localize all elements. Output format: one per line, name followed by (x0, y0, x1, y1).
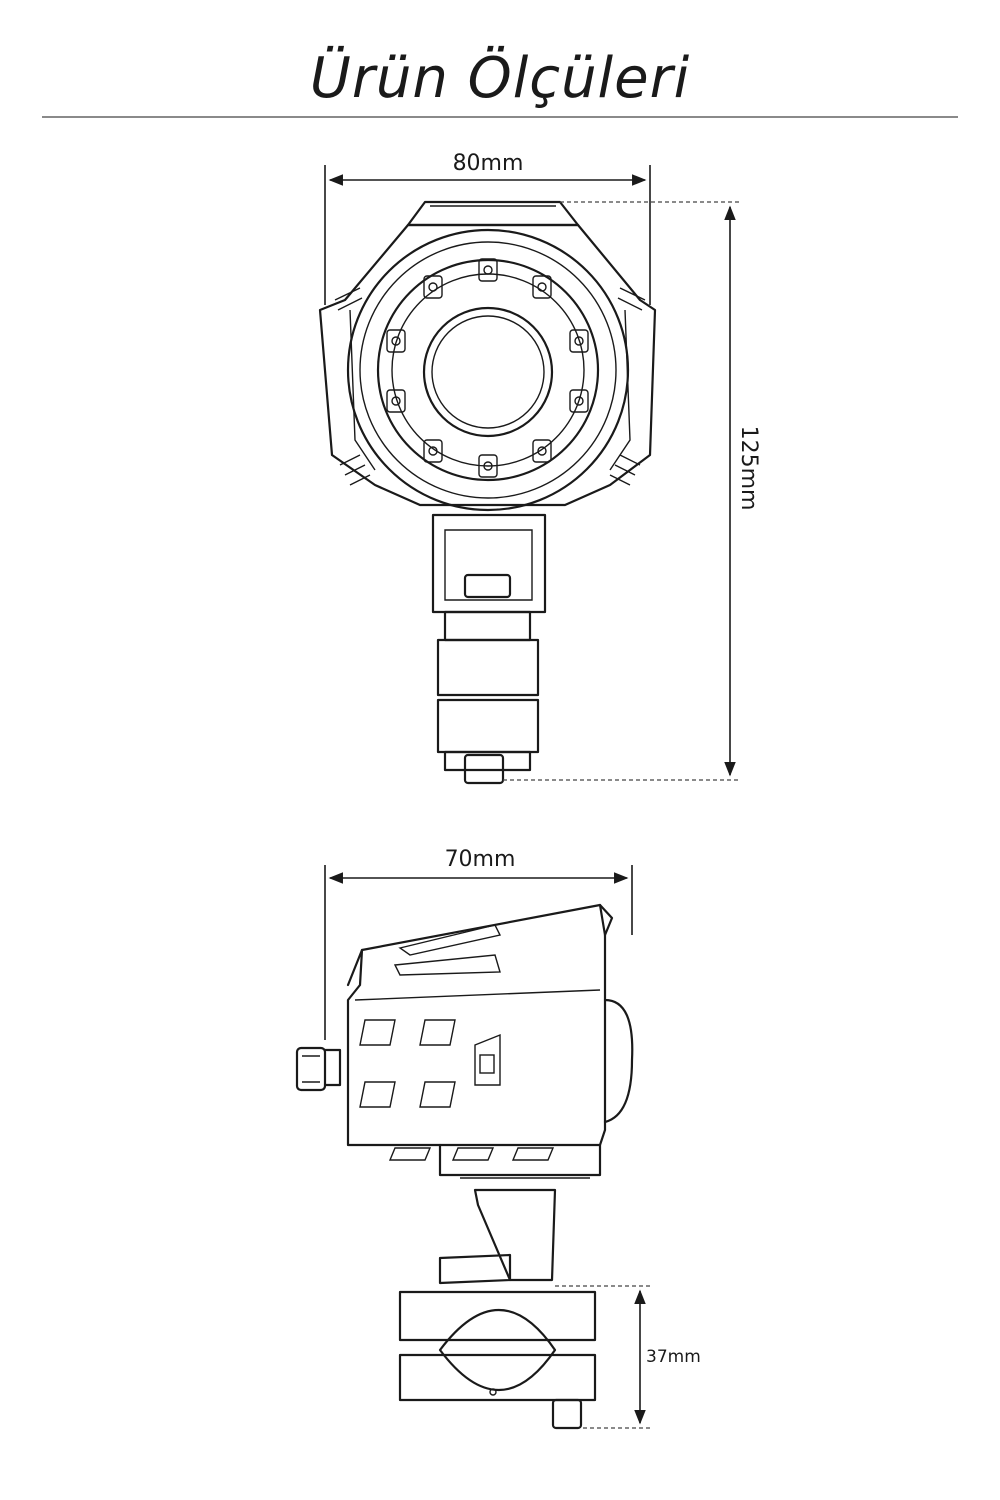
front-height-label: 125mm (736, 426, 761, 511)
front-height-dimension (503, 201, 740, 781)
side-view (295, 903, 634, 1430)
side-width-dimension (324, 865, 633, 1040)
front-width-label: 80mm (453, 151, 524, 176)
page-title: Ürün Ölçüleri (309, 46, 691, 111)
front-view (318, 200, 657, 785)
clamp-height-dimension (555, 1285, 650, 1429)
front-width-dimension (324, 165, 651, 305)
title-divider (42, 116, 958, 118)
clamp-height-label: 37mm (646, 1347, 701, 1367)
side-width-label: 70mm (445, 847, 516, 872)
